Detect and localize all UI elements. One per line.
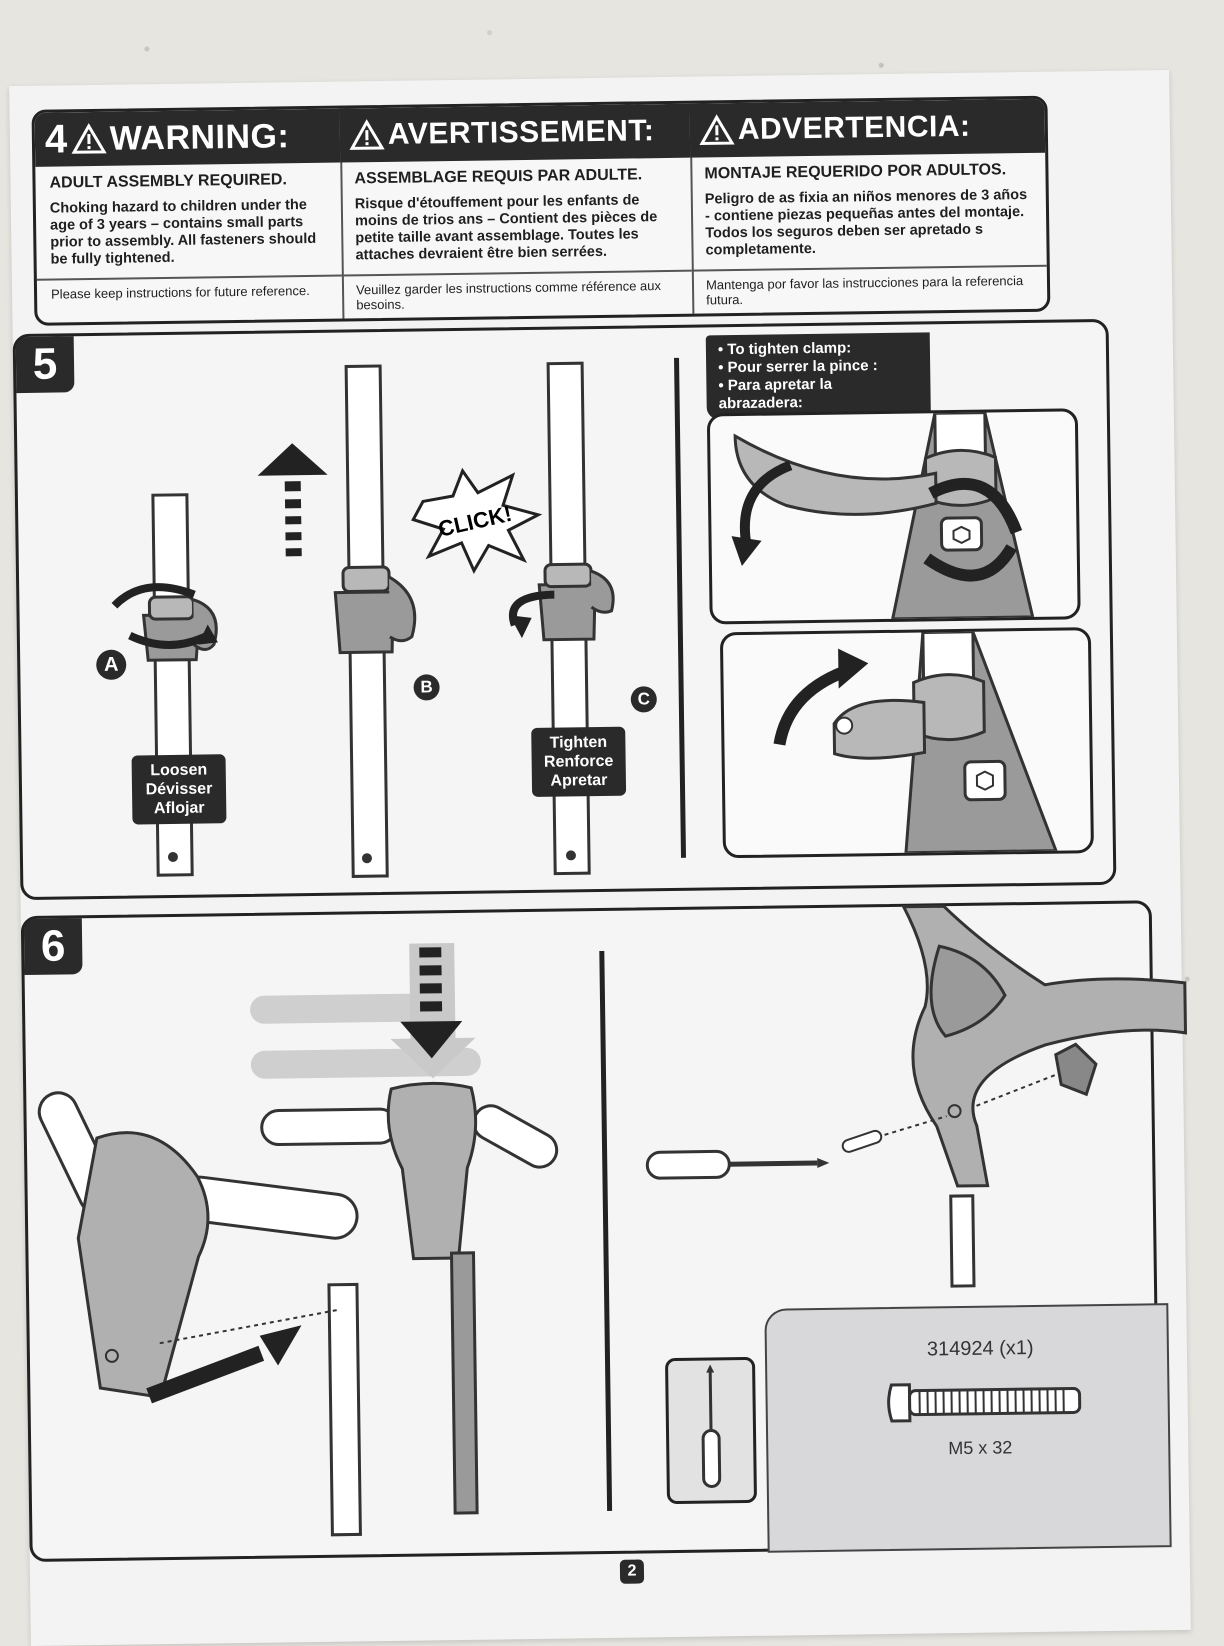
step-5-divider xyxy=(674,358,686,858)
clamp-closed-illustration xyxy=(723,630,1091,855)
bolt-m5-icon xyxy=(887,1376,1088,1429)
warning-header-en: 4 WARNING: xyxy=(35,109,341,167)
warning-column-es: ADVERTENCIA: MONTAJE REQUERIDO POR ADULT… xyxy=(689,99,1047,314)
warning-triangle-icon xyxy=(700,115,734,145)
hardware-part-box: 314924 (x1) M5 x 32 xyxy=(764,1303,1171,1553)
warning-footer-es: Mantenga por favor las instrucciones par… xyxy=(692,265,1048,314)
tube-a-illustration xyxy=(108,484,274,886)
warning-column-en: 4 WARNING: ADULT ASSEMBLY REQUIRED. Chok… xyxy=(35,109,345,323)
step-number-4: 4 xyxy=(45,117,68,162)
tighten-label: Tighten Renforce Apretar xyxy=(531,727,626,797)
warning-title-fr: AVERTISSEMENT: xyxy=(388,114,655,152)
warning-footer-fr: Veuillez garder les instructions comme r… xyxy=(342,270,693,319)
clamp-inset-bottom xyxy=(720,627,1094,858)
warning-body-en: Choking hazard to children under the age… xyxy=(36,193,342,273)
clamp-open-illustration xyxy=(710,411,1078,621)
clamp-inset-top xyxy=(707,408,1081,624)
screw-install-illustration xyxy=(634,904,1139,1291)
warning-body-es: Peligro de as fixia an niños menores de … xyxy=(691,183,1047,264)
warning-body-fr: Risque d'étouffement pour les enfants de… xyxy=(341,188,692,269)
warning-footer-en: Please keep instructions for future refe… xyxy=(37,275,343,323)
warning-subtitle-es: MONTAJE REQUERIDO POR ADULTOS. xyxy=(690,153,1045,188)
part-size-label: M5 x 32 xyxy=(948,1437,1012,1459)
tighten-es: Apretar xyxy=(542,771,616,791)
step-6-panel: 6 xyxy=(21,900,1161,1562)
warning-subtitle-fr: ASSEMBLAGE REQUIS PAR ADULTE. xyxy=(340,158,690,193)
warning-header-fr: AVERTISSEMENT: xyxy=(340,104,691,163)
step-number-5: 5 xyxy=(16,336,75,393)
warning-title-es: ADVERTENCIA: xyxy=(738,110,971,147)
screwdriver-icon xyxy=(668,1360,754,1501)
tighten-fr: Renforce xyxy=(542,752,616,772)
tighten-en: Tighten xyxy=(541,733,615,753)
loosen-en: Loosen xyxy=(142,760,216,780)
screwdriver-tool-box xyxy=(665,1357,757,1504)
warning-box: 4 WARNING: ADULT ASSEMBLY REQUIRED. Chok… xyxy=(31,96,1050,326)
loosen-es: Aflojar xyxy=(142,798,216,818)
warning-triangle-icon xyxy=(350,120,384,150)
page-number: 2 xyxy=(620,1559,644,1583)
loosen-fr: Dévisser xyxy=(142,779,216,799)
step-5-panel: 5 A Loosen Dévisser Aflojar xyxy=(13,319,1117,900)
loosen-label: Loosen Dévisser Aflojar xyxy=(132,754,227,824)
handlebar-side-illustration xyxy=(36,1064,373,1539)
warning-title-en: WARNING: xyxy=(109,117,289,159)
warning-triangle-icon xyxy=(71,124,105,154)
tube-c-illustration xyxy=(506,358,673,880)
instruction-sheet: 4 WARNING: ADULT ASSEMBLY REQUIRED. Chok… xyxy=(9,70,1191,1646)
step-number-6: 6 xyxy=(24,918,83,975)
step-6-divider xyxy=(599,951,612,1511)
tip-line-es: • Para apretar la abrazadera: xyxy=(718,375,918,414)
part-number-label: 314924 (x1) xyxy=(927,1337,1034,1361)
warning-subtitle-en: ADULT ASSEMBLY REQUIRED. xyxy=(35,163,340,197)
tube-b-illustration xyxy=(306,361,473,883)
warning-column-fr: AVERTISSEMENT: ASSEMBLAGE REQUIS PAR ADU… xyxy=(340,104,695,319)
warning-header-es: ADVERTENCIA: xyxy=(689,99,1045,158)
tighten-clamp-tip: • To tighten clamp: • Pour serrer la pin… xyxy=(706,332,931,419)
